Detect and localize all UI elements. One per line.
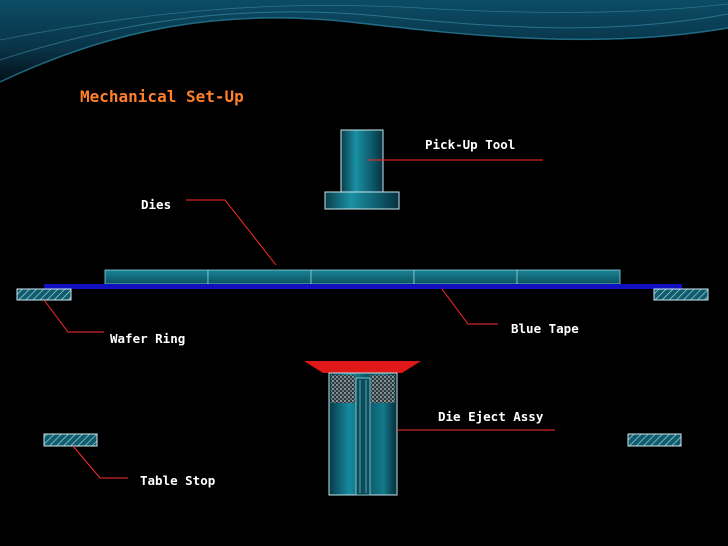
die — [413, 269, 518, 285]
label-blue-tape: Blue Tape — [511, 321, 579, 336]
leader-dies — [186, 199, 277, 266]
leader-table-stop — [72, 445, 128, 479]
die — [207, 269, 312, 285]
leader-blue-tape — [441, 288, 498, 325]
label-die-eject-assy: Die Eject Assy — [438, 409, 544, 424]
label-dies: Dies — [141, 197, 172, 212]
label-wafer-ring: Wafer Ring — [110, 331, 186, 346]
die — [516, 269, 621, 285]
table-stop-left — [43, 433, 98, 447]
die — [310, 269, 415, 285]
die — [104, 269, 209, 285]
header-wave — [0, 0, 728, 83]
label-pick-up-tool: Pick-Up Tool — [425, 137, 516, 152]
slide-title: Mechanical Set-Up — [80, 87, 244, 106]
table-stop-right — [627, 433, 682, 447]
label-table-stop: Table Stop — [140, 473, 216, 488]
pick-up-tool — [324, 129, 400, 210]
dies-row — [104, 269, 621, 285]
leader-wafer-ring — [43, 299, 104, 333]
leader-lines — [43, 159, 555, 479]
wafer-ring-right — [653, 288, 709, 301]
wafer-ring-left — [16, 288, 72, 301]
blue-tape — [44, 284, 682, 289]
die-eject-assy — [304, 361, 421, 496]
